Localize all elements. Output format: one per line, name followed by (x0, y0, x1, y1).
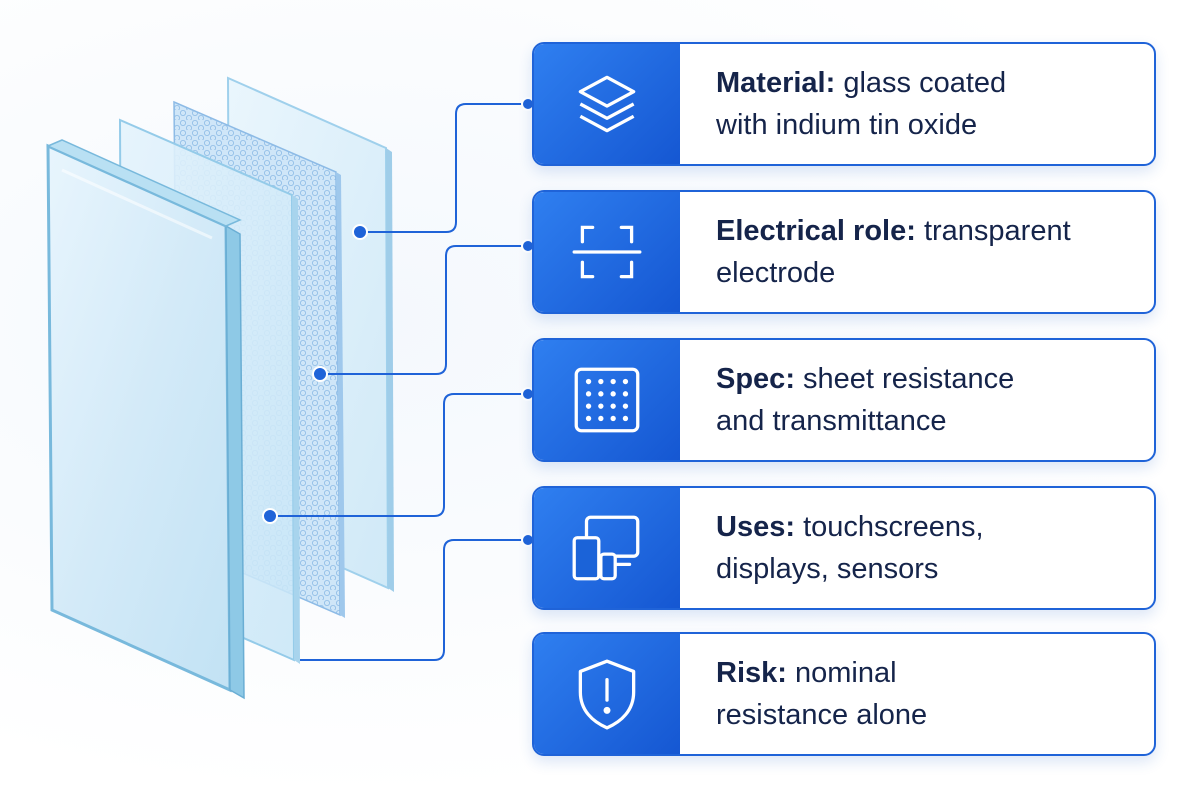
connector-lines (270, 103, 528, 661)
card-icon-box (534, 44, 680, 164)
shield-warning-icon (578, 659, 636, 730)
card-risk: Risk: nominal resistance alone (532, 632, 1156, 756)
card-line-2: displays, sensors (716, 553, 939, 585)
card-line-1: transparent (923, 214, 1071, 247)
card-label: Uses: (716, 510, 795, 543)
electrode-frame-icon (572, 225, 642, 279)
card-label: Risk: (716, 656, 787, 689)
devices-icon (572, 515, 640, 581)
card-line-1: sheet resistance (803, 362, 1015, 395)
card-label: Electrical role: (716, 214, 916, 247)
connector-uses (300, 539, 528, 661)
card-line-2: with indium tin oxide (716, 109, 978, 141)
dot-back-glass (352, 224, 368, 240)
dot-mesh-layer (312, 366, 328, 382)
card-electrical-role: Electrical role: transparent electrode (532, 190, 1156, 314)
card-uses: Uses: touchscreens, displays, sensors (532, 486, 1156, 610)
card-icon-box (534, 634, 680, 754)
card-line-1: touchscreens, (803, 510, 984, 543)
card-spec: Spec: sheet resistance and transmittance (532, 338, 1156, 462)
card-label: Spec: (716, 362, 795, 395)
connector-spec (270, 393, 528, 517)
card-line-2: and transmittance (716, 405, 947, 437)
card-label: Material: (716, 66, 836, 99)
connector-material (360, 103, 528, 233)
card-icon-box (534, 340, 680, 460)
dot-middle-glass (262, 508, 278, 524)
front-glass-plate (46, 139, 245, 700)
layers-icon (578, 75, 636, 133)
dot-grid-icon (574, 367, 640, 433)
card-line-2: electrode (716, 257, 836, 289)
card-line-2: resistance alone (716, 699, 928, 731)
card-line-1: nominal (794, 656, 897, 689)
card-icon-box (534, 488, 680, 608)
card-line-1: glass coated (843, 66, 1007, 99)
connector-electrical-role (320, 245, 528, 375)
card-icon-box (534, 192, 680, 312)
card-material: Material: glass coated with indium tin ox… (532, 42, 1156, 166)
